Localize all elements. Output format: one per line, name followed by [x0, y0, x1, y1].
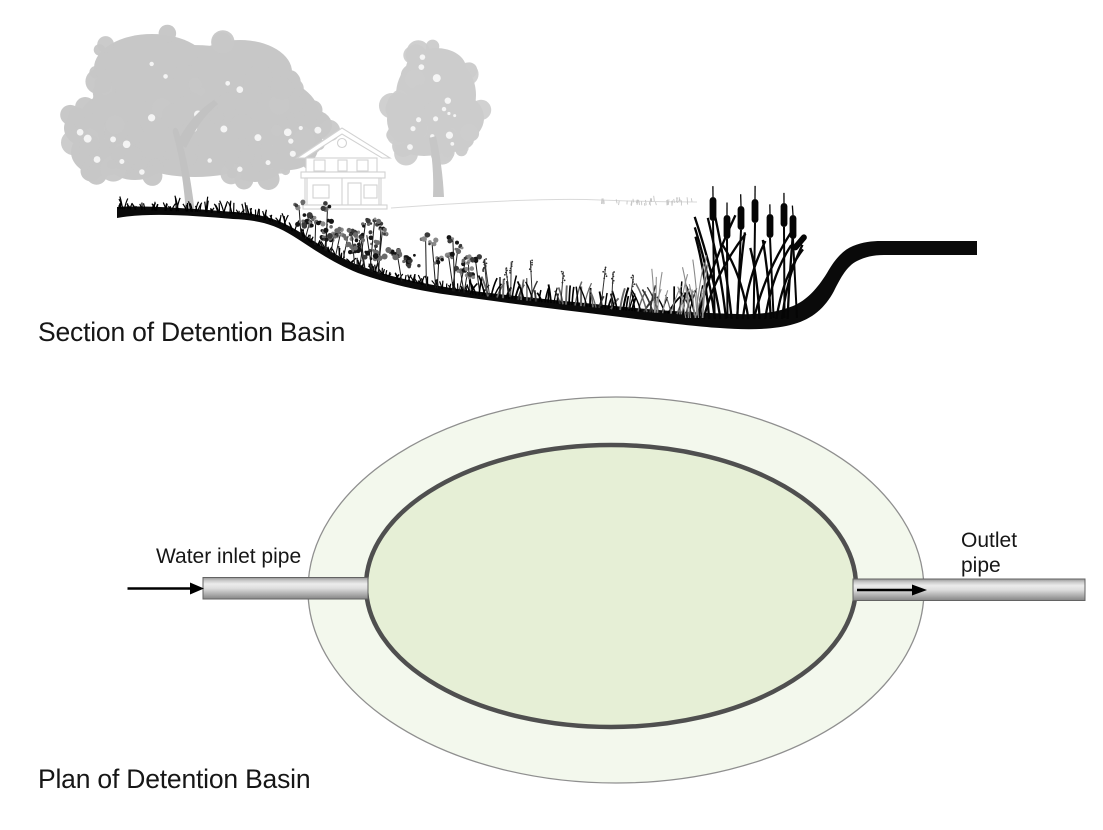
outlet-pipe-label: Outlet pipe	[961, 529, 1018, 577]
inlet-pipe-label: Water inlet pipe	[156, 545, 302, 568]
inlet-flow-arrow-icon	[127, 582, 204, 595]
section-illustration	[60, 24, 977, 330]
large-tree-icon	[60, 24, 341, 213]
plan-title: Plan of Detention Basin	[38, 764, 311, 794]
wildflower-meadow	[293, 199, 482, 295]
tall-grass	[468, 258, 704, 316]
lawn-grass	[117, 195, 471, 293]
basin-water-area	[363, 442, 859, 730]
distant-grass	[601, 195, 693, 206]
house-icon	[295, 127, 392, 210]
section-title: Section of Detention Basin	[38, 317, 346, 347]
small-tree-icon	[378, 39, 492, 197]
plan-illustration	[127, 396, 1086, 784]
ground-profile	[117, 206, 977, 330]
outlet-pipe	[852, 578, 1086, 601]
distant-meadow-line	[390, 198, 698, 209]
outlet-flow-arrow-icon	[857, 584, 927, 596]
cattails-icon	[677, 185, 807, 320]
inlet-pipe	[202, 577, 369, 600]
